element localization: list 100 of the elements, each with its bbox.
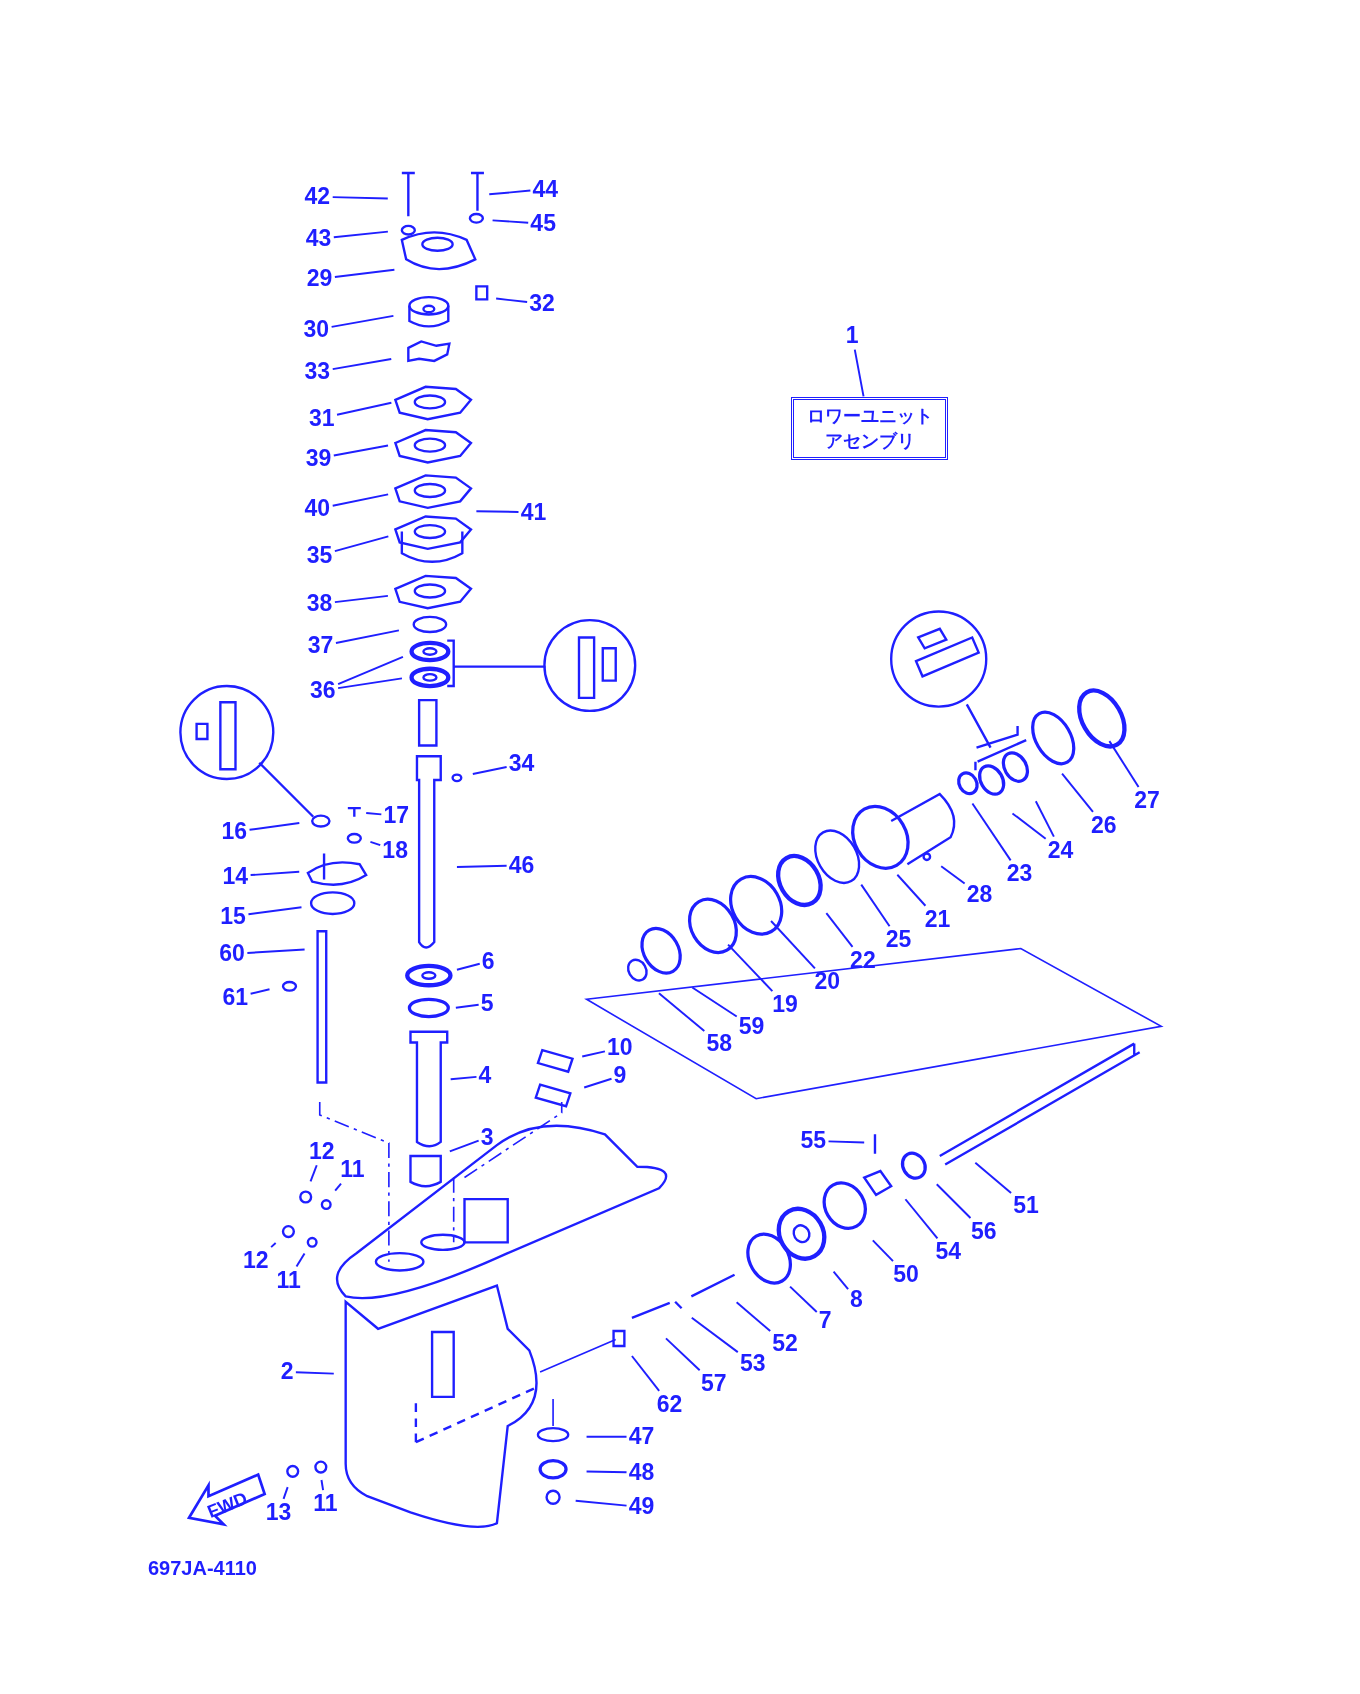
callout-number: 28 [965,881,994,907]
leader-line [337,655,404,686]
callout-number: 42 [303,184,332,210]
leader-line [832,1270,850,1291]
callout-number: 6 [480,948,496,974]
callout-number: 1 [844,323,860,349]
leader-line [333,535,390,553]
callout-number: 60 [218,941,246,967]
callout-number: 31 [307,405,336,431]
leader-line [333,594,389,604]
leader-line [735,1301,772,1332]
label-box: ロワーユニットアセンブリ [791,397,949,460]
callout-number: 20 [813,969,842,995]
callout-number: 13 [264,1499,293,1525]
callout-number: 40 [303,496,332,522]
leader-line [825,912,854,948]
leader-line [247,906,303,916]
callout-number: 29 [305,266,334,292]
leader-line [330,314,395,328]
leader-line [853,348,865,398]
leader-line [871,1239,894,1263]
leader-line [974,1161,1013,1194]
callout-number: 38 [305,591,334,617]
leader-line [455,962,481,971]
leader-line [332,230,389,239]
callout-number: 4 [477,1063,493,1089]
leader-line [727,943,774,993]
leader-line [334,629,400,644]
leader-line [971,802,1012,862]
callout-number: 11 [275,1267,302,1293]
leader-line [491,219,530,224]
leader-line [320,1479,325,1492]
callout-number: 23 [1005,861,1034,887]
callout-number: 36 [309,677,337,703]
callout-number: 11 [339,1157,366,1183]
leader-line [488,189,532,196]
callout-number: 51 [1012,1193,1040,1218]
callout-number: 3 [479,1124,495,1150]
callout-number: 34 [507,751,536,777]
leader-line [331,196,389,200]
leader-line [904,1198,939,1240]
callout-number: 50 [892,1262,920,1288]
callout-number: 5 [479,991,495,1016]
leader-line [585,1435,628,1438]
callout-number: 21 [923,906,952,932]
callout-number: 33 [303,359,332,385]
callout-number: 26 [1090,812,1118,838]
leader-line [248,822,301,831]
callout-number: 16 [220,819,248,845]
callout-number: 27 [1133,787,1161,813]
leader-line [309,1164,318,1183]
leader-line [332,444,389,457]
leader-line [454,1003,480,1009]
callout-number: 32 [528,291,556,317]
callout-number: 48 [627,1459,656,1485]
leader-line [827,1140,866,1144]
leader-line [770,920,816,970]
leader-line [369,840,382,847]
callout-number: 10 [606,1035,634,1061]
leader-line [249,870,301,877]
leader-line [448,1139,480,1153]
leader-line [896,873,927,907]
leader-line [583,1077,613,1089]
callout-number: 2 [279,1359,295,1385]
leader-line [282,1486,289,1500]
leader-line [334,1182,342,1192]
leader-line [691,986,738,1018]
leader-line [475,510,520,513]
callout-number: 61 [221,984,250,1010]
leader-line [249,988,271,995]
leader-line [940,865,966,885]
callout-number: 43 [304,226,333,252]
callout-number: 62 [655,1391,684,1417]
leader-line [1108,740,1140,788]
leader-line [860,883,891,928]
callout-number: 47 [627,1424,656,1450]
callout-number: 57 [700,1371,728,1397]
callout-number: 12 [307,1139,336,1164]
leader-line [935,1183,972,1219]
leader-line [333,268,396,278]
callout-number: 37 [306,633,335,659]
callout-number: 14 [221,863,250,889]
callout-number: 8 [849,1287,864,1312]
leader-line [581,1050,606,1058]
leader-line [295,1252,306,1268]
callout-number: 58 [705,1031,733,1056]
callout-number: 41 [519,499,548,525]
leader-line [331,493,390,507]
callout-number: 17 [382,803,411,829]
callout-number: 35 [305,542,334,568]
callout-number: 56 [970,1218,998,1244]
leader-line [657,992,706,1033]
callout-number: 12 [242,1248,270,1274]
leader-line [574,1499,628,1507]
leader-line [455,864,508,869]
leader-line [665,1337,701,1372]
callout-number: 53 [738,1350,767,1376]
leader-line [294,1371,335,1375]
leader-line [495,297,529,303]
leader-line [331,358,393,371]
